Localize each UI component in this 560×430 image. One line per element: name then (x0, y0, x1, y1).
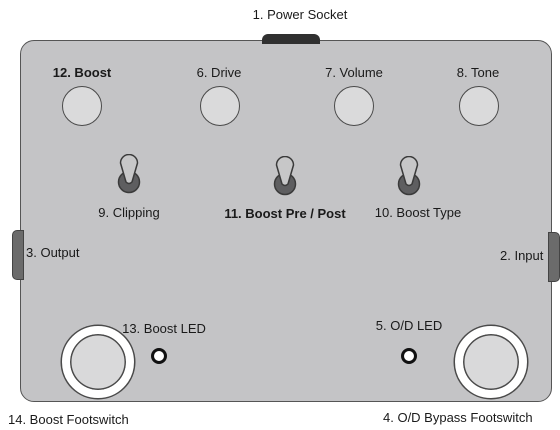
volume-knob[interactable] (334, 86, 374, 126)
tone-knob[interactable] (459, 86, 499, 126)
boost-led (151, 348, 167, 364)
drive-knob[interactable] (200, 86, 240, 126)
boost-led-label: 13. Boost LED (122, 321, 206, 336)
input-jack[interactable] (548, 232, 560, 282)
clipping-toggle[interactable] (116, 154, 142, 196)
input-jack-label: 2. Input (500, 248, 544, 263)
od-led-label: 5. O/D LED (375, 318, 443, 333)
boost-knob[interactable] (62, 86, 102, 126)
boost-pre-post-toggle[interactable] (272, 156, 298, 198)
od-bypass-footswitch-label: 4. O/D Bypass Footswitch (383, 410, 533, 425)
output-jack[interactable] (12, 230, 24, 280)
boost-footswitch-label: 14. Boost Footswitch (8, 412, 129, 427)
od-bypass-footswitch[interactable] (455, 326, 527, 398)
clipping-toggle-label: 9. Clipping (98, 205, 160, 220)
boost-pre-post-toggle-label: 11. Boost Pre / Post (224, 206, 346, 221)
tone-knob-label: 8. Tone (456, 65, 500, 80)
power-socket-label: 1. Power Socket (252, 7, 348, 22)
power-socket[interactable] (262, 34, 320, 44)
boost-knob-label: 12. Boost (52, 65, 112, 80)
drive-knob-label: 6. Drive (196, 65, 242, 80)
boost-type-toggle-label: 10. Boost Type (374, 205, 462, 220)
od-led (401, 348, 417, 364)
boost-type-toggle[interactable] (396, 156, 422, 198)
boost-footswitch[interactable] (62, 326, 134, 398)
output-jack-label: 3. Output (26, 245, 80, 260)
volume-knob-label: 7. Volume (325, 65, 383, 80)
